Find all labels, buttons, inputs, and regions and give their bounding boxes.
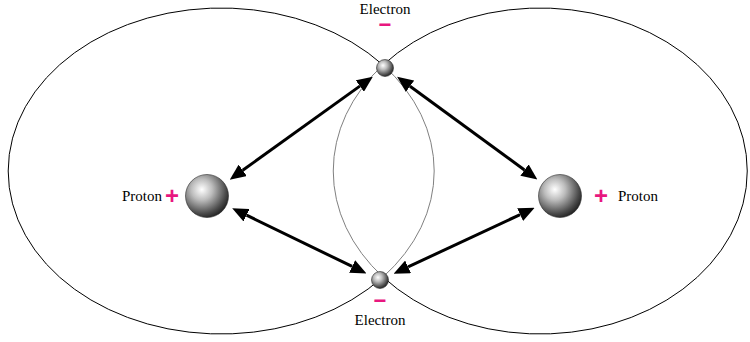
left-orbit-outer (8, 8, 383, 334)
label-group: − Electron (355, 295, 406, 328)
proton-sphere-ball (186, 175, 229, 218)
proton-sphere: Proton+ (185, 174, 229, 218)
right-orbit-inner (333, 65, 383, 277)
proton-sphere-shape (185, 174, 229, 218)
particle-label: Electron (355, 313, 406, 328)
electron-sphere-ball (377, 60, 394, 77)
right-orbit-outer (383, 8, 747, 334)
proton-sphere-shape (538, 174, 582, 218)
particle-label: Electron (360, 2, 411, 17)
electron-sphere-shape (371, 271, 389, 289)
label-group: + Proton (594, 187, 658, 205)
label-group: Proton+ (122, 187, 179, 205)
force-arrow (408, 215, 520, 267)
edge-group (243, 86, 525, 267)
force-arrow (410, 86, 524, 170)
electron-sphere: −Electron (371, 271, 389, 289)
particle-label: Proton (122, 189, 162, 204)
electron-sphere-shape (376, 59, 394, 77)
label-group: Electron − (360, 2, 411, 31)
electron-sphere: Electron− (376, 59, 394, 77)
electron-sphere-ball (372, 272, 389, 289)
force-arrow (247, 215, 353, 266)
force-arrow (243, 86, 360, 170)
charge-sign: + (594, 187, 608, 205)
charge-sign: + (165, 187, 179, 205)
proton-sphere: +Proton (538, 174, 582, 218)
particle-label: Proton (618, 189, 658, 204)
proton-sphere-ball (539, 175, 582, 218)
charge-sign: − (379, 19, 392, 31)
charge-sign: − (374, 295, 387, 307)
